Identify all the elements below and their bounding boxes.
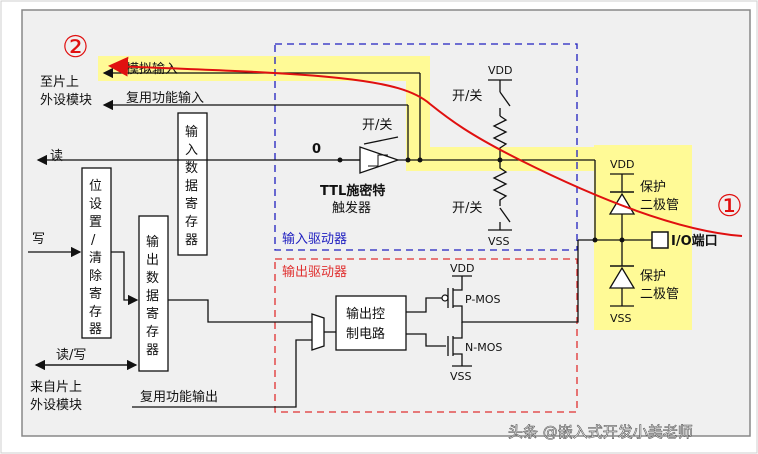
set-clear-register-label: 位 设 置 / 清 除 寄 存 器 bbox=[89, 179, 102, 337]
highlight-path bbox=[98, 56, 692, 330]
marker-chip: ② bbox=[62, 30, 89, 65]
to-chip-label-1: 至片上 bbox=[40, 75, 79, 90]
output-data-register-label: 输 出 数 据 寄 存 器 bbox=[146, 234, 159, 358]
output-vss-label: VSS bbox=[450, 370, 472, 383]
read-write-label: 读/写 bbox=[56, 348, 86, 363]
marker-pin: ① bbox=[716, 189, 743, 224]
diode-top-label-1: 保护 bbox=[640, 180, 666, 195]
trigger-label-1: TTL施密特 bbox=[320, 183, 385, 199]
output-mux bbox=[311, 313, 336, 351]
io-pin-pad bbox=[651, 231, 669, 249]
svg-text:除: 除 bbox=[89, 269, 102, 284]
svg-text:输: 输 bbox=[185, 124, 198, 140]
output-data-register bbox=[138, 215, 169, 372]
pulldown-vss-label: VSS bbox=[488, 235, 510, 248]
svg-text:据: 据 bbox=[146, 289, 159, 304]
switch-top-label: 开/关 bbox=[362, 118, 392, 133]
output-control-circuit bbox=[335, 295, 407, 351]
svg-text:存: 存 bbox=[89, 305, 102, 320]
svg-text:清: 清 bbox=[89, 251, 102, 266]
nmos-label: N-MOS bbox=[465, 341, 502, 354]
svg-text:存: 存 bbox=[146, 325, 159, 340]
set-clear-register bbox=[81, 167, 112, 339]
svg-text:入: 入 bbox=[185, 143, 198, 158]
alt-func-input-label: 复用功能输入 bbox=[126, 90, 204, 106]
input-data-register-label: 输 入 数 据 寄 存 器 bbox=[185, 124, 198, 248]
output-driver-title: 输出驱动器 bbox=[282, 264, 347, 280]
output-driver-box bbox=[274, 258, 578, 413]
svg-text:位: 位 bbox=[89, 179, 102, 194]
svg-text:寄: 寄 bbox=[185, 196, 198, 212]
watermark: 头条 @嵌入式开发小美老师 bbox=[508, 423, 693, 441]
pullup-vdd-label: VDD bbox=[488, 64, 512, 77]
trigger-label-2: 触发器 bbox=[332, 200, 371, 216]
pull-resistors bbox=[488, 79, 512, 231]
input-driver-box bbox=[274, 43, 578, 251]
from-chip-label-2: 外设模块 bbox=[30, 398, 82, 413]
diode-vdd-label: VDD bbox=[610, 158, 634, 171]
svg-text:器: 器 bbox=[89, 322, 102, 337]
diode-bottom-label-2: 二极管 bbox=[640, 287, 679, 302]
output-vdd-label: VDD bbox=[450, 262, 474, 275]
pmos-label: P-MOS bbox=[465, 293, 501, 306]
svg-text:器: 器 bbox=[146, 343, 159, 358]
control-label-1: 输出控 bbox=[346, 306, 385, 322]
pulldown-switch-label: 开/关 bbox=[452, 201, 482, 216]
svg-text:器: 器 bbox=[185, 233, 198, 248]
to-chip-label-2: 外设模块 bbox=[40, 93, 92, 108]
svg-text:寄: 寄 bbox=[146, 306, 159, 322]
svg-text:置: 置 bbox=[89, 215, 102, 230]
svg-text:设: 设 bbox=[89, 197, 102, 212]
zero-label: 0 bbox=[312, 142, 321, 157]
diode-top-label-2: 二极管 bbox=[640, 198, 679, 213]
svg-text:输: 输 bbox=[146, 234, 159, 250]
io-port-label: I/O端口 bbox=[671, 233, 718, 249]
input-data-register bbox=[177, 112, 208, 256]
svg-text:/: / bbox=[91, 233, 96, 248]
svg-text:数: 数 bbox=[185, 161, 198, 176]
write-label: 写 bbox=[32, 232, 45, 247]
control-label-2: 制电路 bbox=[346, 326, 385, 342]
svg-text:存: 存 bbox=[185, 215, 198, 230]
mosfets bbox=[406, 240, 579, 367]
alt-func-output-label: 复用功能输出 bbox=[140, 389, 218, 405]
diode-vss-label: VSS bbox=[610, 312, 632, 325]
from-chip-label-1: 来自片上 bbox=[30, 380, 82, 395]
svg-text:寄: 寄 bbox=[89, 286, 102, 302]
svg-text:数: 数 bbox=[146, 271, 159, 286]
input-driver-title: 输入驱动器 bbox=[282, 231, 347, 247]
diode-bottom-label-1: 保护 bbox=[640, 269, 666, 284]
schmitt-trigger bbox=[340, 136, 595, 174]
svg-text:出: 出 bbox=[146, 253, 159, 268]
read-label: 读 bbox=[50, 149, 63, 164]
signal-path-arrow bbox=[108, 56, 743, 237]
svg-text:据: 据 bbox=[185, 179, 198, 194]
pullup-switch-label: 开/关 bbox=[452, 89, 482, 104]
